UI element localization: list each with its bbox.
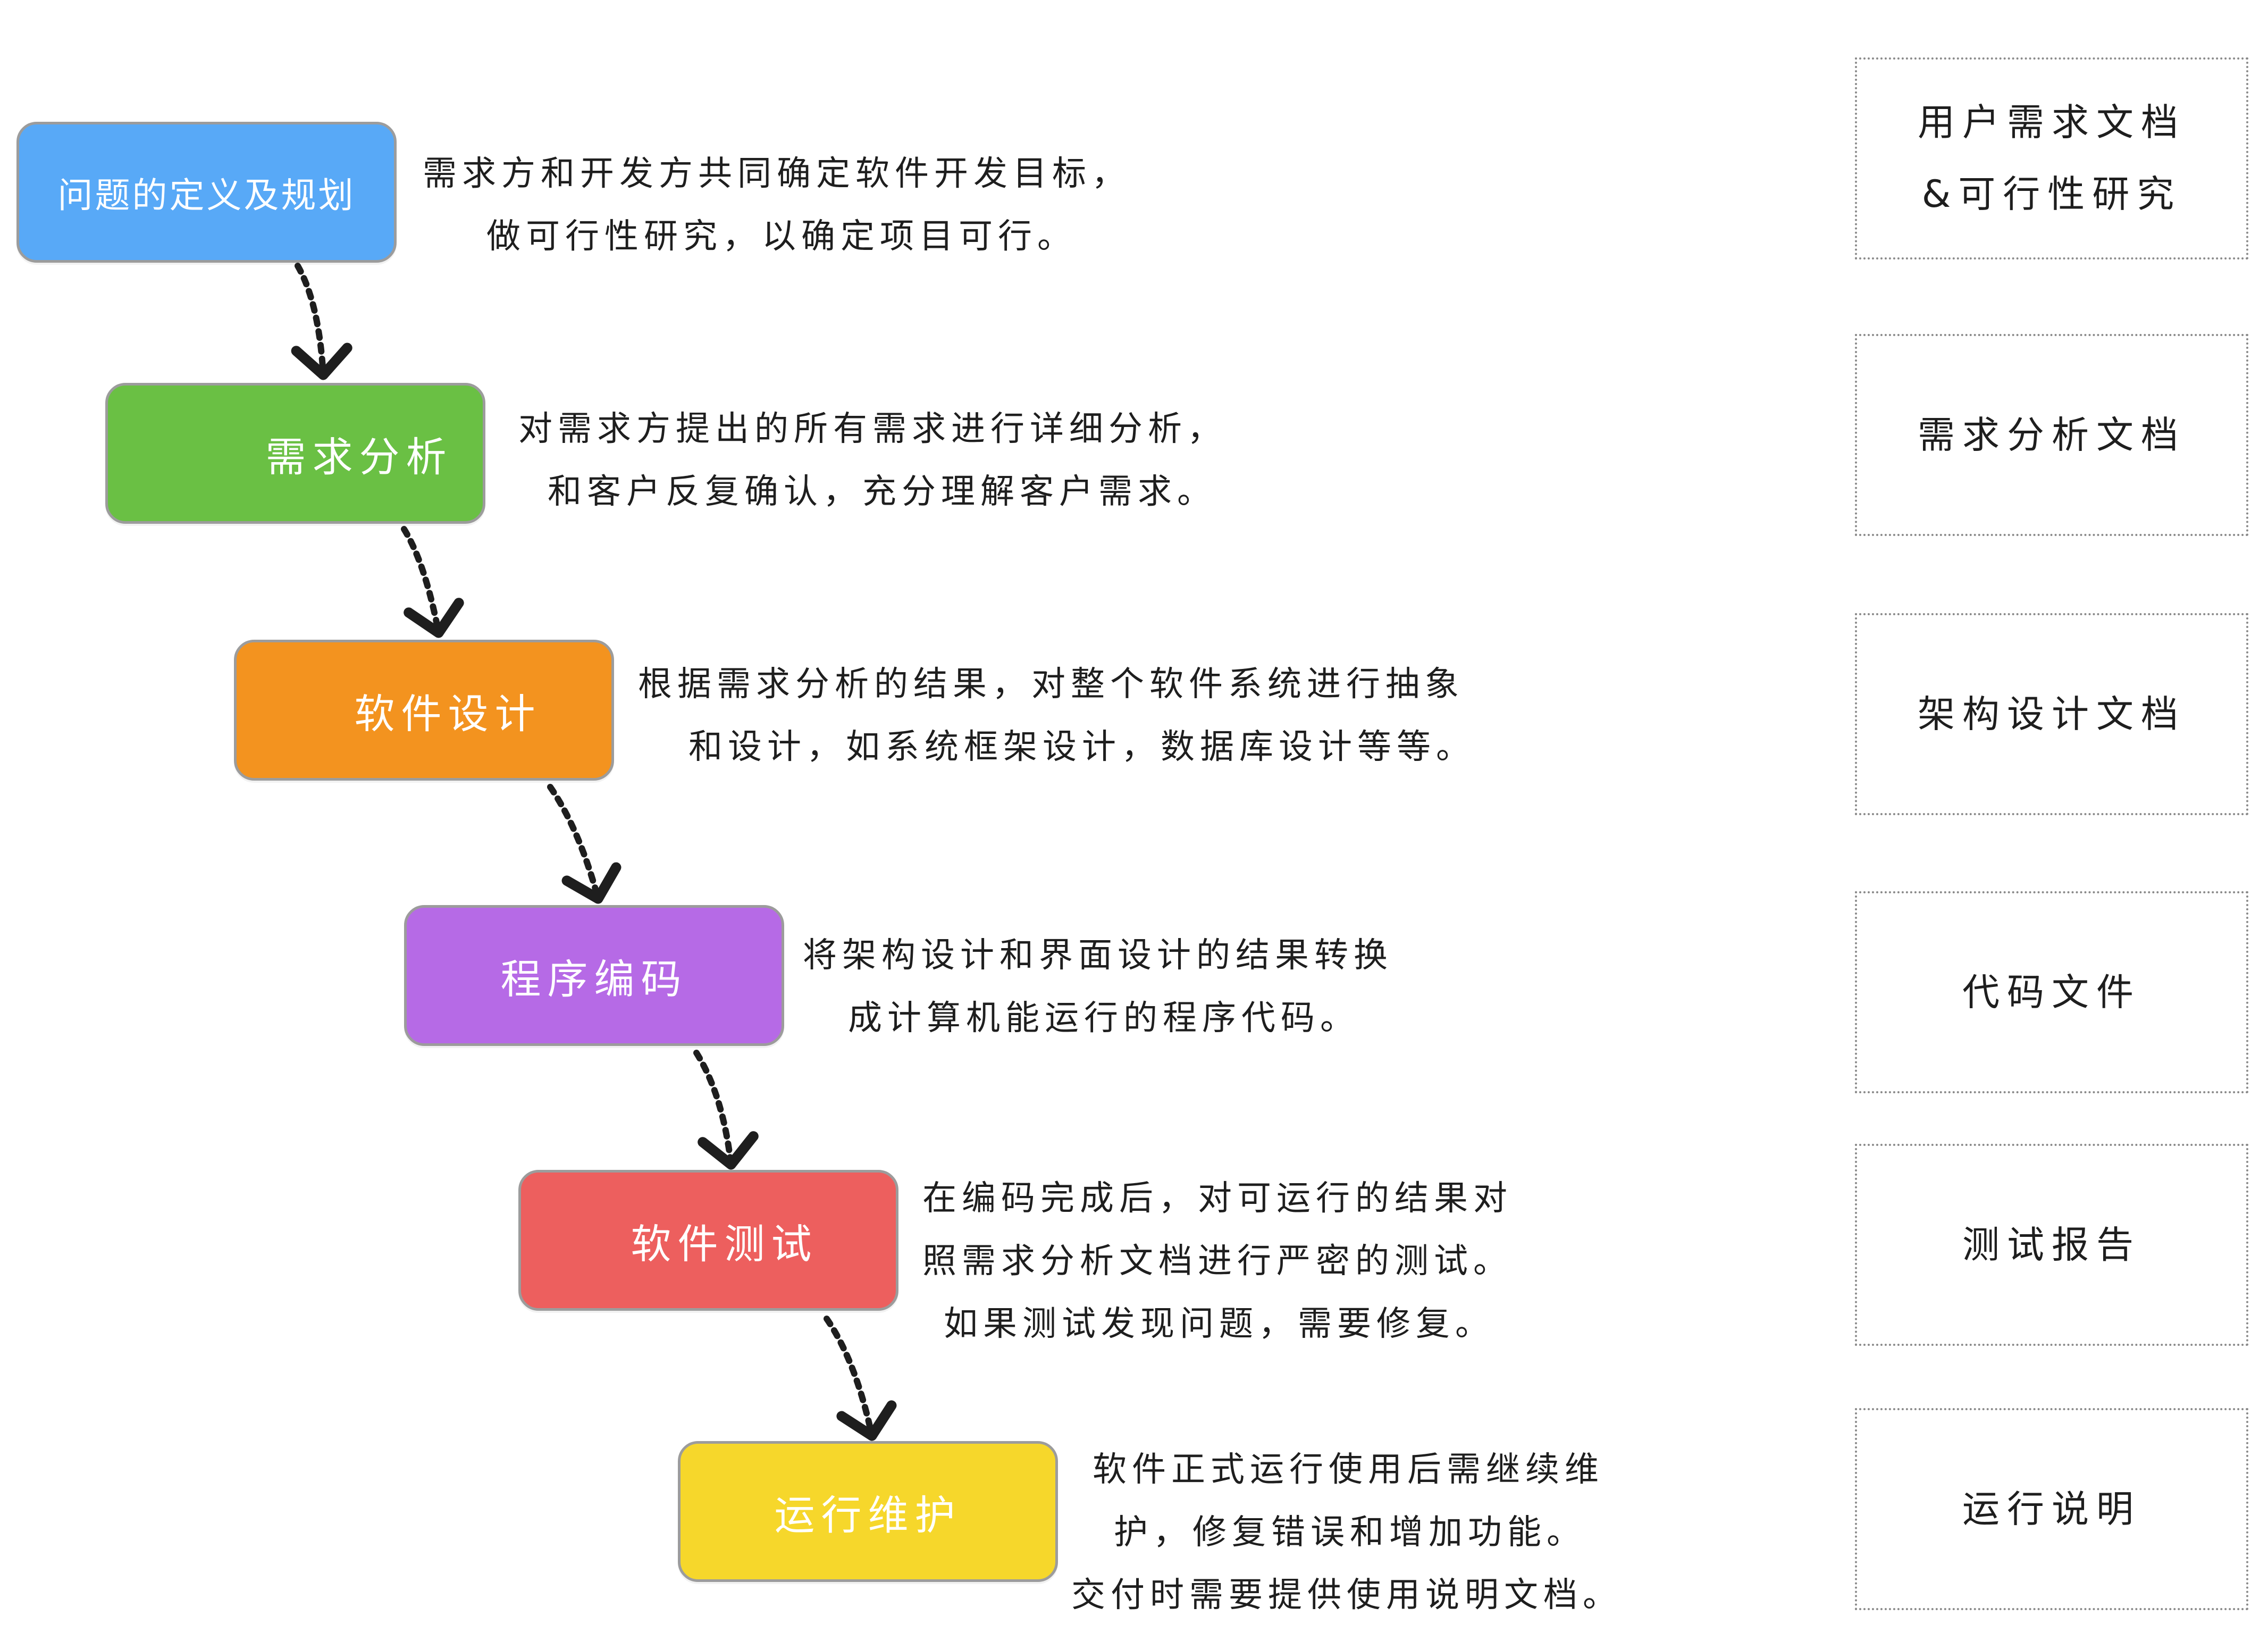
deliverable-user-requirements-doc: 用户需求文档 &可行性研究 bbox=[1855, 57, 2248, 259]
description-line: 照需求分析文档进行严密的测试。 bbox=[922, 1242, 1513, 1281]
stage-description-requirements-analysis: 对需求方提出的所有需求进行详细分析， 和客户反复确认，充分理解客户需求。 bbox=[518, 398, 1227, 523]
description-line: 需求方和开发方共同确定软件开发目标， bbox=[423, 154, 1131, 194]
deliverable-requirements-analysis-doc: 需求分析文档 bbox=[1855, 334, 2248, 536]
description-line: 和设计，如系统框架设计，数据库设计等等。 bbox=[688, 727, 1475, 767]
stage-box-coding: 程序编码 bbox=[404, 905, 784, 1046]
stage-box-software-design: 软件设计 bbox=[234, 640, 614, 781]
stage-label: 软件测试 bbox=[631, 1220, 818, 1268]
arrow-1-to-2 bbox=[291, 263, 352, 380]
arrow-5-to-6 bbox=[824, 1316, 897, 1441]
stage-description-software-design: 根据需求分析的结果，对整个软件系统进行抽象 和设计，如系统框架设计，数据库设计等… bbox=[638, 653, 1475, 778]
deliverable-line: 架构设计文档 bbox=[1918, 692, 2186, 736]
stage-label: 程序编码 bbox=[500, 955, 688, 1003]
description-line: 护，修复错误和增加功能。 bbox=[1114, 1513, 1586, 1552]
arrow-2-to-3 bbox=[401, 526, 464, 638]
description-line: 将架构设计和界面设计的结果转换 bbox=[803, 936, 1393, 975]
arrow-4-to-5 bbox=[693, 1050, 759, 1170]
stage-label: 问题的定义及规划 bbox=[57, 174, 356, 216]
description-line: 根据需求分析的结果，对整个软件系统进行抽象 bbox=[638, 665, 1464, 704]
stage-box-software-testing: 软件测试 bbox=[518, 1170, 898, 1311]
stage-box-requirements-analysis: 需求分析 bbox=[105, 383, 485, 524]
deliverable-operation-manual: 运行说明 bbox=[1855, 1408, 2248, 1610]
deliverable-line: 测试报告 bbox=[1962, 1223, 2141, 1267]
stage-description-problem-definition: 需求方和开发方共同确定软件开发目标， 做可行性研究，以确定项目可行。 bbox=[423, 143, 1131, 268]
description-line: 交付时需要提供使用说明文档。 bbox=[1071, 1576, 1622, 1615]
description-line: 软件正式运行使用后需继续维 bbox=[1093, 1450, 1604, 1489]
description-line: 在编码完成后，对可运行的结果对 bbox=[922, 1179, 1513, 1218]
description-line: 成计算机能运行的程序代码。 bbox=[848, 999, 1359, 1038]
stage-label: 运行维护 bbox=[774, 1491, 962, 1539]
description-line: 做可行性研究，以确定项目可行。 bbox=[486, 217, 1077, 256]
deliverable-test-report: 测试报告 bbox=[1855, 1144, 2248, 1346]
deliverable-line: 代码文件 bbox=[1962, 970, 2141, 1014]
stage-box-operation-maintenance: 运行维护 bbox=[678, 1441, 1058, 1582]
deliverable-line: 运行说明 bbox=[1962, 1487, 2141, 1531]
deliverable-line: 需求分析文档 bbox=[1918, 413, 2186, 457]
deliverable-architecture-design-doc: 架构设计文档 bbox=[1855, 613, 2248, 815]
deliverable-code-files: 代码文件 bbox=[1855, 891, 2248, 1093]
deliverable-line: 用户需求文档 bbox=[1918, 101, 2186, 144]
description-line: 和客户反复确认，充分理解客户需求。 bbox=[548, 472, 1216, 512]
deliverable-line: &可行性研究 bbox=[1921, 172, 2182, 216]
stage-description-operation-maintenance: 软件正式运行使用后需继续维 护，修复错误和增加功能。 交付时需要提供使用说明文档… bbox=[1071, 1438, 1622, 1627]
stage-label: 软件设计 bbox=[354, 690, 542, 738]
description-line: 对需求方提出的所有需求进行详细分析， bbox=[518, 409, 1227, 449]
arrow-3-to-4 bbox=[547, 784, 621, 904]
stage-description-software-testing: 在编码完成后，对可运行的结果对 照需求分析文档进行严密的测试。 如果测试发现问题… bbox=[922, 1167, 1513, 1355]
stage-label: 需求分析 bbox=[265, 433, 453, 481]
stage-box-problem-definition: 问题的定义及规划 bbox=[16, 122, 397, 263]
stage-description-coding: 将架构设计和界面设计的结果转换 成计算机能运行的程序代码。 bbox=[803, 924, 1393, 1050]
description-line: 如果测试发现问题，需要修复。 bbox=[944, 1304, 1494, 1344]
